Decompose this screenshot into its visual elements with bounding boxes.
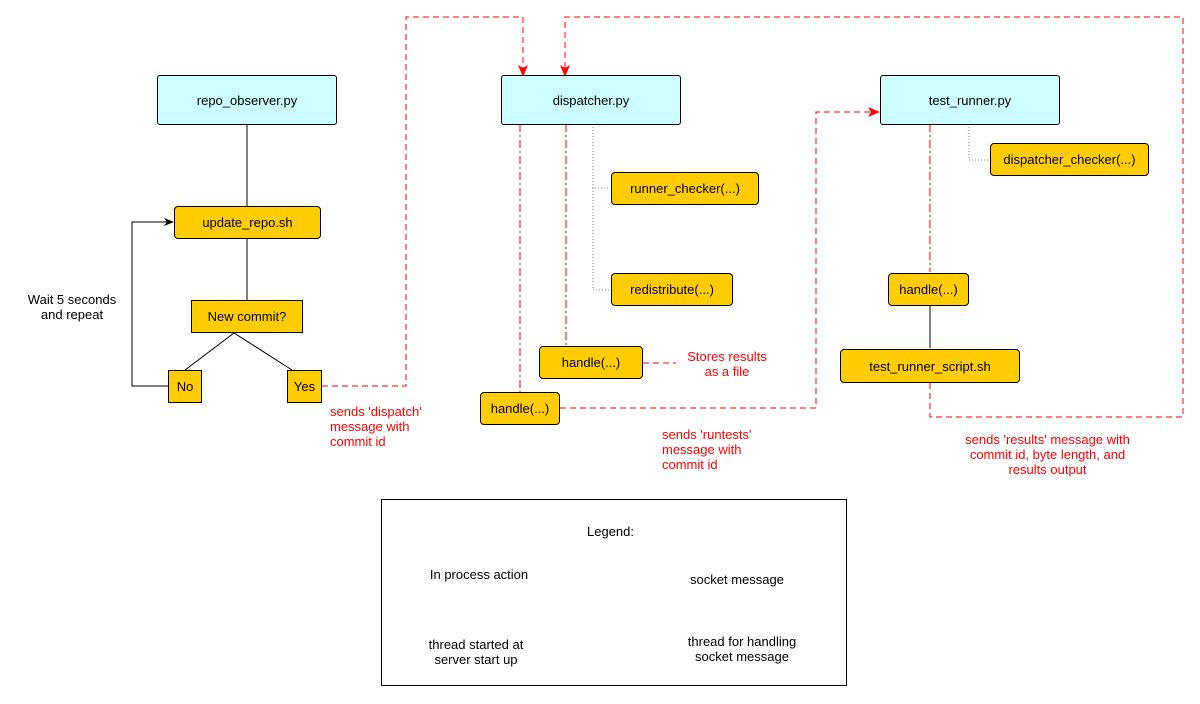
socket-dispatch-arrow — [322, 16, 528, 387]
runner-checker-node: runner_checker(...) — [611, 172, 759, 205]
redistribute-node: redistribute(...) — [611, 273, 733, 306]
repo-observer-node: repo_observer.py — [157, 75, 337, 125]
dispatcher-checker-node: dispatcher_checker(...) — [990, 143, 1149, 176]
legend-label-in-process: In process action — [429, 567, 529, 582]
thread-redistribute — [592, 188, 610, 291]
line-newcommit-branch — [184, 332, 293, 371]
test-runner-node: test_runner.py — [880, 75, 1060, 125]
stores-results-annotation: Stores results as a file — [687, 349, 767, 379]
sends-dispatch-annotation: sends 'dispatch' message with commit id — [330, 404, 422, 449]
legend-label-socket: socket message — [690, 572, 784, 587]
legend-title: Legend: — [587, 524, 634, 539]
new-commit-decision: New commit? — [191, 300, 303, 333]
sends-results-annotation: sends 'results' message with commit id, … — [965, 432, 1130, 477]
test-runner-script-node: test_runner_script.sh — [840, 349, 1020, 383]
wait-annotation: Wait 5 seconds and repeat — [27, 292, 117, 322]
legend-label-thread-handling: thread for handling socket message — [687, 634, 797, 664]
socket-results-arrow — [560, 16, 1184, 418]
socket-runtests-arrow — [560, 107, 880, 409]
test-runner-handle-node: handle(...) — [888, 273, 969, 306]
update-repo-node: update_repo.sh — [174, 206, 321, 239]
dispatcher-node: dispatcher.py — [501, 75, 681, 125]
dispatcher-handle-dispatch-node: handle(...) — [480, 392, 560, 425]
thread-dispatcher-checker — [968, 124, 989, 161]
decision-yes: Yes — [287, 370, 322, 403]
legend-box — [381, 499, 847, 686]
sends-runtests-annotation: sends 'runtests' message with commit id — [662, 427, 752, 472]
dispatcher-handle-results-node: handle(...) — [539, 346, 643, 379]
legend-label-thread-startup: thread started at server start up — [428, 637, 524, 667]
arrow-no-to-update — [131, 218, 174, 387]
thread-runner-checker — [592, 124, 610, 189]
decision-no: No — [168, 370, 202, 403]
